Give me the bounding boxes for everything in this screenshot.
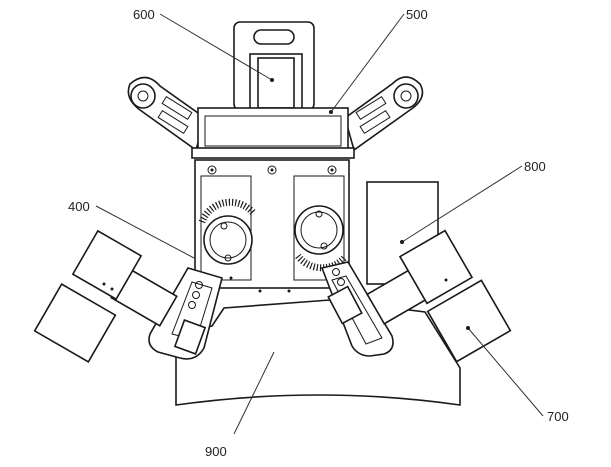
label-600: 600 (133, 7, 155, 22)
right-arm (320, 261, 394, 357)
label-700: 700 (547, 409, 569, 424)
left-clamp (33, 229, 178, 363)
left-arm (148, 267, 223, 360)
label-500: 500 (406, 7, 428, 22)
label-900: 900 (205, 444, 227, 459)
top-mount (233, 21, 315, 111)
label-800: 800 (524, 159, 546, 174)
left-wing (127, 76, 206, 152)
right-dial (294, 205, 347, 272)
leader-lines (95, 13, 544, 435)
label-400: 400 (68, 199, 90, 214)
left-dial (198, 198, 257, 265)
cross-beam (191, 107, 355, 159)
right-clamp (366, 229, 512, 363)
base-plate (175, 299, 461, 406)
right-wing (344, 76, 424, 152)
